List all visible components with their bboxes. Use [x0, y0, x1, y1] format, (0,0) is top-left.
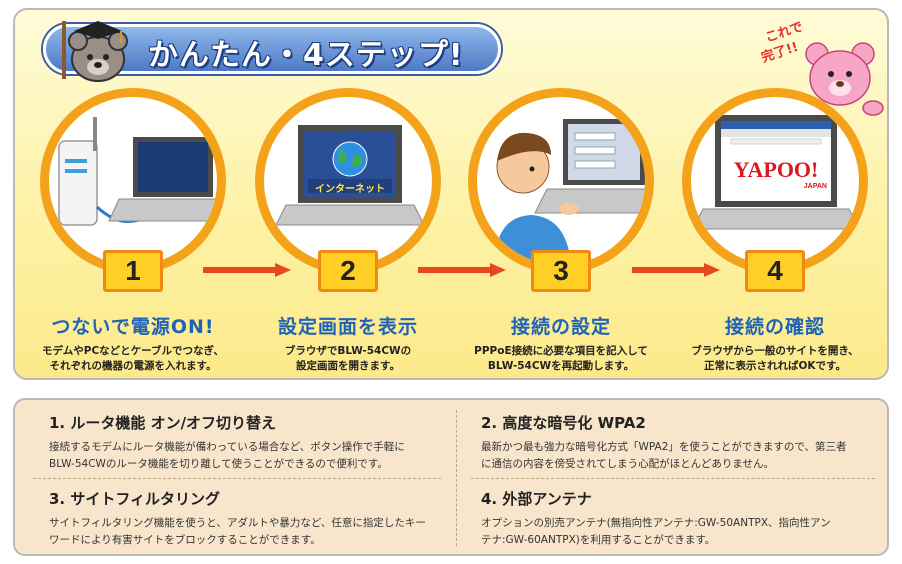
step-4-description: ブラウザから一般のサイトを開き、 正常に表示されればOKです。 [669, 344, 881, 374]
graduate-bear-icon [62, 21, 128, 82]
laptop-browser-icon [692, 115, 859, 230]
feature-text-line2: ワードにより有害サイトをブロックすることができます。 [49, 534, 321, 546]
step-3-description: PPPoE接続に必要な項目を記入して BLW-54CWを再起動します。 [455, 344, 667, 374]
arrow-shaft [203, 267, 277, 273]
internet-screen-label: インターネット [315, 184, 385, 195]
feature-wpa2: 2. 高度な暗号化 WPA2 最新かつ最も強力な暗号化方式「WPA2」を使うこと… [481, 412, 881, 473]
features-panel: 1. ルータ機能 オン/オフ切り替え 接続するモデムにルータ機能が備わっている場… [13, 398, 889, 556]
arrow-3-to-4 [632, 263, 720, 277]
feature-router-toggle: 1. ルータ機能 オン/オフ切り替え 接続するモデムにルータ機能が備わっている場… [49, 412, 449, 473]
step-3: 3 接続の設定 PPPoE接続に必要な項目を記入して BLW-54CWを再起動し… [455, 88, 667, 378]
step-1: 1 つないで電源ON! モデムやPCなどとケーブルでつなぎ、 それぞれの機器の電… [27, 88, 239, 378]
features-divider-right [471, 478, 875, 479]
browser-logo: YAPOO! [733, 157, 819, 182]
arrow-head-icon [490, 263, 506, 277]
features-divider-left [33, 478, 441, 479]
feature-title: 4. 外部アンテナ [481, 490, 592, 508]
step-2-description: ブラウザでBLW-54CWの 設定画面を開きます。 [242, 344, 454, 374]
step-2-title: 設定画面を表示 [277, 316, 418, 338]
step-4: YAPOO! JAPAN 4 接続の確認 ブラウザから一般のサイトを開き、 正常… [669, 88, 881, 378]
svg-text:完了!!: 完了!! [759, 39, 800, 66]
step-2-desc-line2: 設定画面を開きます。 [296, 360, 400, 372]
step-2: インターネット 2 設定画面を表示 ブラウザでBLW-54CWの 設定画面を開き… [242, 88, 454, 378]
step-2-number: 2 [318, 250, 378, 292]
laptop-internet-icon [275, 125, 425, 226]
router-and-laptop-icon [58, 117, 217, 226]
banner-title: かんたん・4ステップ! [148, 38, 464, 73]
feature-text-line1: 接続するモデムにルータ機能が備わっている場合など、ボタン操作で手軽に [49, 441, 405, 453]
feature-text-line1: オプションの別売アンテナ(無指向性アンテナ:GW-50ANTPX、指向性アン [481, 517, 831, 529]
step-2-circle: インターネット [255, 88, 441, 274]
step-4-desc-line2: 正常に表示されればOKです。 [703, 360, 846, 372]
step-1-description: モデムやPCなどとケーブルでつなぎ、 それぞれの機器の電源を入れます。 [27, 344, 239, 374]
step-3-desc-line1: PPPoE接続に必要な項目を記入して [474, 345, 648, 357]
features-divider-vertical [456, 410, 457, 546]
title-banner: かんたん・4ステップ! [43, 21, 501, 82]
step-4-title: 接続の確認 [724, 316, 825, 338]
step-3-circle [468, 88, 654, 274]
svg-text:これで: これで [764, 20, 805, 46]
steps-panel: かんたん・4ステップ! これで 完了!! 1 つない [13, 8, 889, 380]
arrow-2-to-3 [418, 263, 506, 277]
feature-text-line2: テナ:GW-60ANTPX)を利用することができます。 [481, 534, 716, 546]
step-3-number: 3 [531, 250, 591, 292]
feature-text-line1: 最新かつ最も強力な暗号化方式「WPA2」を使うことができますので、第三者 [481, 441, 847, 453]
step-4-circle: YAPOO! JAPAN [682, 88, 868, 274]
feature-text-line2: に通信の内容を傍受されてしまう心配がほとんどありません。 [481, 458, 775, 470]
feature-text-line2: BLW-54CWのルータ機能を切り離して使うことができるので便利です。 [49, 458, 388, 470]
step-1-number: 1 [103, 250, 163, 292]
arrow-shaft [418, 267, 492, 273]
step-3-desc-line2: BLW-54CWを再起動します。 [487, 360, 635, 372]
feature-title: 1. ルータ機能 オン/オフ切り替え [49, 414, 277, 432]
step-3-title: 接続の設定 [510, 316, 611, 338]
step-1-desc-line1: モデムやPCなどとケーブルでつなぎ、 [41, 345, 225, 357]
step-4-desc-line1: ブラウザから一般のサイトを開き、 [691, 345, 859, 357]
step-1-circle [40, 88, 226, 274]
feature-text-line1: サイトフィルタリング機能を使うと、アダルトや暴力など、任意に指定したキー [49, 517, 426, 529]
browser-logo-sub: JAPAN [803, 183, 827, 190]
step-1-desc-line2: それぞれの機器の電源を入れます。 [49, 360, 217, 372]
arrow-1-to-2 [203, 263, 291, 277]
user-at-laptop-icon [495, 119, 645, 265]
step-1-title: つないで電源ON! [51, 316, 215, 338]
step-4-number: 4 [745, 250, 805, 292]
arrow-head-icon [704, 263, 720, 277]
feature-title: 3. サイトフィルタリング [49, 490, 221, 508]
step-2-desc-line1: ブラウザでBLW-54CWの [284, 345, 412, 357]
feature-external-antenna: 4. 外部アンテナ オプションの別売アンテナ(無指向性アンテナ:GW-50ANT… [481, 488, 881, 549]
arrow-head-icon [275, 263, 291, 277]
feature-title: 2. 高度な暗号化 WPA2 [481, 414, 646, 432]
feature-site-filtering: 3. サイトフィルタリング サイトフィルタリング機能を使うと、アダルトや暴力など… [49, 488, 449, 549]
arrow-shaft [632, 267, 706, 273]
